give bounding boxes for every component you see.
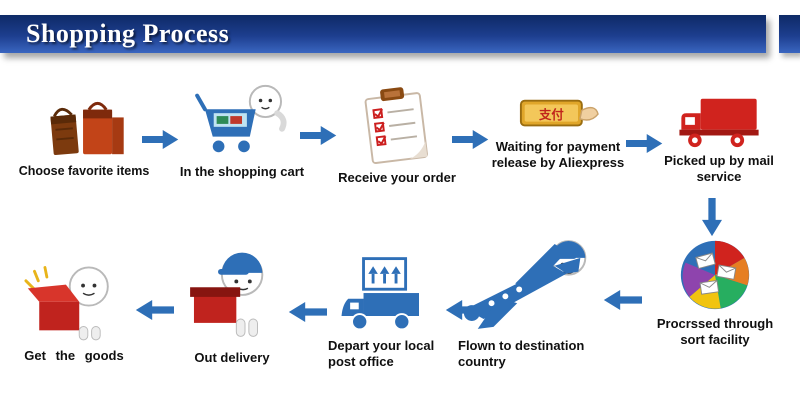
courier-with-box-icon [186, 242, 278, 346]
step-out-delivery: Out delivery [180, 242, 284, 366]
mail-truck-icon [672, 93, 767, 149]
step-label: Out delivery [194, 350, 270, 365]
step-get-goods: Get the goods [10, 250, 138, 364]
step-label: In the shopping cart [179, 164, 305, 179]
airplane-icon [458, 230, 606, 334]
step-label: Picked up by mail service [664, 153, 774, 185]
step-picked-up: Picked up by mail service [664, 93, 774, 186]
open-box-character-icon [24, 250, 124, 344]
checklist-clipboard-icon [358, 86, 436, 166]
step-label: Procrssed through sort facility [656, 316, 774, 348]
step-shopping-cart: In the shopping cart [178, 80, 306, 180]
arrow-right-icon [142, 128, 180, 151]
header-banner-ribbon-end [779, 15, 800, 53]
step-flown-destination: Flown to destination country [458, 230, 606, 371]
shopping-cart-icon [190, 80, 295, 160]
step-label: Flown to destination country [458, 338, 585, 370]
shopping-bags-icon [37, 100, 132, 160]
arrow-left-icon [444, 298, 484, 322]
step-receive-order: Receive your order [338, 86, 456, 186]
arrow-left-icon [287, 300, 327, 324]
step-label: Get the goods [24, 348, 124, 363]
page-title: Shopping Process [26, 19, 230, 48]
arrow-right-icon [626, 132, 664, 155]
step-label: Choose favorite items [18, 164, 150, 178]
arrow-left-icon [602, 288, 642, 312]
step-label: Receive your order [338, 170, 456, 185]
header-banner: Shopping Process [0, 15, 766, 53]
arrow-right-icon [452, 128, 490, 151]
arrow-left-icon [134, 298, 174, 322]
arrow-right-icon [300, 124, 338, 147]
step-label: Waiting for payment release by Aliexpres… [491, 139, 625, 171]
step-depart-post-office: Depart your local post office [328, 254, 444, 371]
step-payment-release: 支付 Waiting for payment release by Aliexp… [487, 95, 629, 172]
arrow-down-icon [700, 198, 724, 238]
payment-chinese-text: 支付 [537, 107, 563, 122]
step-sort-facility: Procrssed through sort facility [655, 238, 775, 349]
payment-card-icon: 支付 [511, 95, 606, 135]
post-truck-icon [331, 254, 441, 334]
step-choose-items: Choose favorite items [14, 100, 154, 180]
envelope-globe-icon [678, 238, 752, 312]
step-label: Depart your local post office [328, 338, 435, 370]
